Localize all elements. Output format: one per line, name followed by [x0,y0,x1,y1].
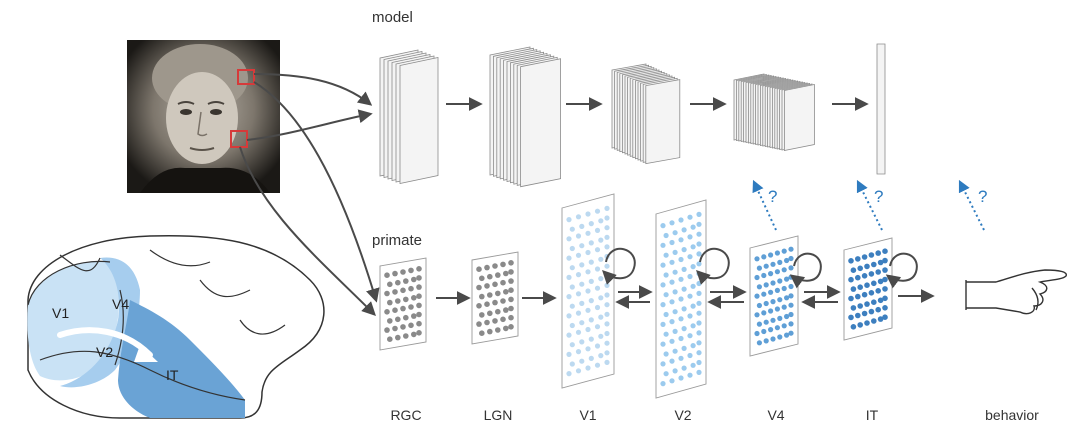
model-label: model [372,9,413,26]
brain-label-v2: V2 [96,344,113,360]
stage-label-it: IT [866,407,879,423]
stage-label-v4: V4 [767,407,784,423]
stage-label-lgn: LGN [484,407,513,423]
stage-label-v2: V2 [674,407,691,423]
model-stack-1 [379,49,439,184]
question-mark-v4: ? [768,187,777,206]
stage-label-rgc: RGC [390,407,421,423]
brain-label-v1: V1 [52,305,69,321]
question-mark-it: ? [874,187,883,206]
model-stack-2 [489,46,561,188]
stage-label-v1: V1 [579,407,596,423]
highlight-box-top [237,69,255,85]
primate-label: primate [372,232,422,249]
model-layer-stacks [379,43,886,188]
portrait-arrows [239,73,380,316]
panel-v4 [749,235,799,357]
panel-rgc [379,257,427,351]
primate-arrows [436,247,935,309]
panel-it [843,237,893,341]
question-mark-behavior: ? [978,187,987,206]
panel-v1 [561,193,615,389]
brain-label-it: IT [166,367,179,383]
portrait-photo [127,40,280,193]
model-stack-3 [611,63,681,165]
stage-label-behavior: behavior [985,407,1039,423]
model-stack-4 [733,73,815,151]
question-arrows [752,179,985,231]
panel-v2 [655,199,707,399]
model-stack-5 [876,43,886,175]
brain-illustration: V1 V4 V2 IT [27,234,325,419]
primate-panels [379,193,893,399]
panel-lgn [471,251,519,345]
brain-label-v4: V4 [112,296,129,312]
hand-illustration [965,269,1067,315]
